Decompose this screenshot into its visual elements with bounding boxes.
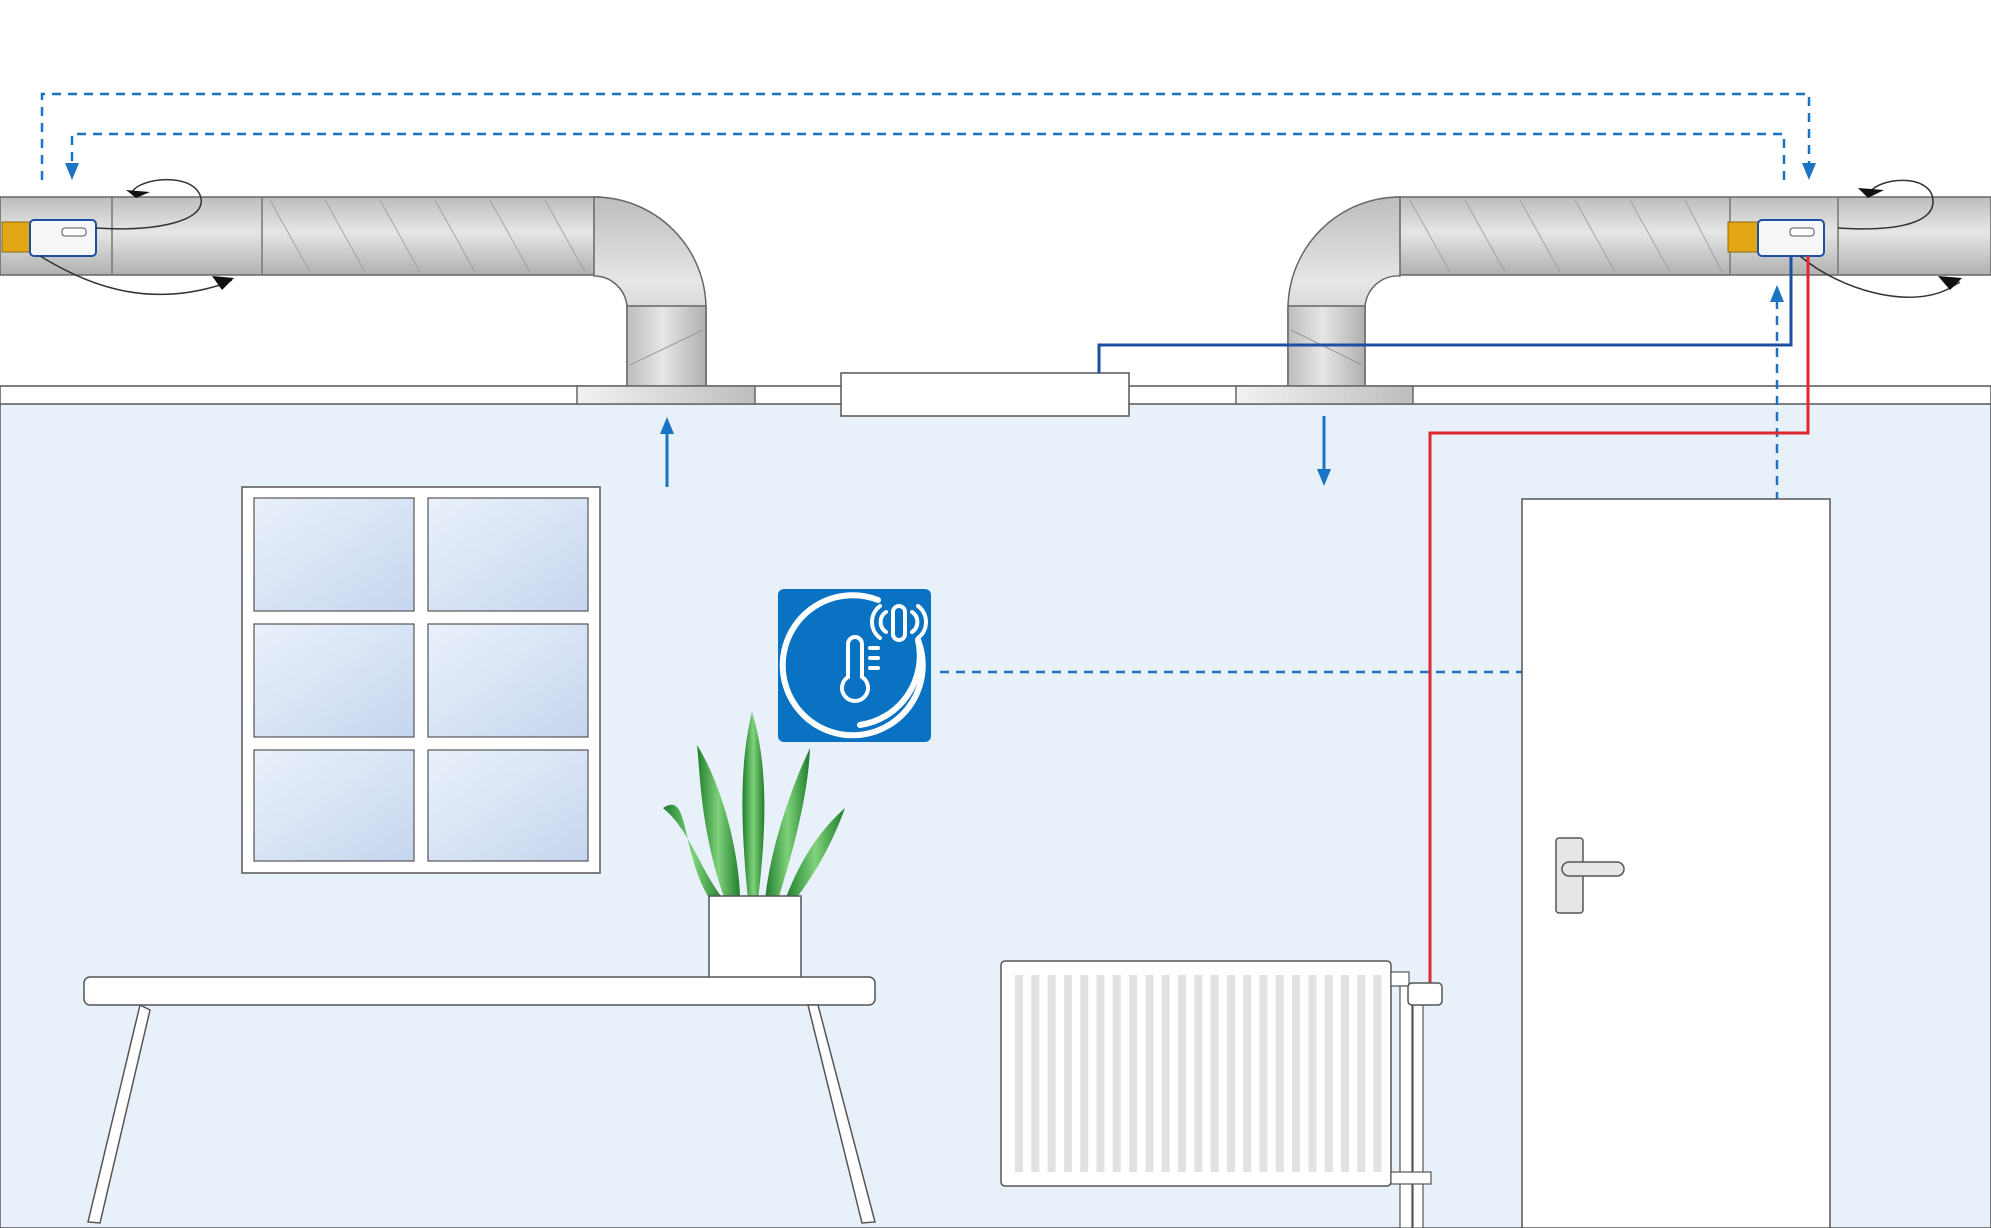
radiator-fin <box>1145 975 1154 1172</box>
radiator-fin <box>1243 975 1252 1172</box>
radiator-fin <box>1210 975 1219 1172</box>
control-module <box>1757 219 1825 257</box>
radiator-fin <box>1226 975 1235 1172</box>
radiator <box>1000 960 1443 1228</box>
arrow-up-icon <box>660 417 674 434</box>
control-wire-red <box>1428 256 1810 985</box>
radiator-fin <box>1047 975 1056 1172</box>
damper-actuator <box>1727 221 1759 253</box>
plant-pot <box>708 895 802 979</box>
airflow-indicators <box>660 416 1331 487</box>
radiator-fin <box>1080 975 1089 1172</box>
supply-diffuser <box>576 385 756 405</box>
radiator-fin <box>1373 975 1382 1172</box>
radiator-fin <box>1357 975 1366 1172</box>
arrow-down-icon <box>1802 163 1816 180</box>
radiator-fin <box>1275 975 1284 1172</box>
radiator-fin <box>1341 975 1349 1172</box>
radiator-fin <box>1161 975 1170 1172</box>
radiator-fin <box>1259 975 1268 1172</box>
door-handle <box>1561 861 1625 877</box>
door <box>1521 498 1831 1228</box>
arrow-down-icon <box>65 163 79 180</box>
radiator-fin <box>1308 975 1317 1172</box>
radiator-fin <box>1096 975 1105 1172</box>
signal-arrowheads <box>65 163 1816 302</box>
left-duct-assembly <box>0 178 756 405</box>
radiator-fin <box>1292 975 1301 1172</box>
control-module <box>29 219 97 257</box>
radiator-fin <box>1063 975 1072 1172</box>
potted-plant <box>663 712 845 979</box>
radiator-fin <box>1178 975 1186 1172</box>
table <box>83 976 876 1224</box>
radiator-fin <box>1031 975 1040 1172</box>
right-duct-assembly <box>1235 179 1991 405</box>
control-wire-blue <box>1097 256 1793 373</box>
radiator-fin <box>1015 975 1023 1172</box>
radiator-fin <box>1194 975 1203 1172</box>
window <box>241 486 601 874</box>
arrow-down-icon <box>1317 469 1331 486</box>
thermometer-wireless-icon <box>840 604 928 703</box>
damper-actuator <box>1 221 33 253</box>
radiator-valve-actuator <box>1407 982 1443 1006</box>
room-sensor <box>778 589 931 742</box>
central-controller <box>840 372 1130 417</box>
radiator-fin <box>1129 975 1138 1172</box>
extract-diffuser <box>1235 385 1414 405</box>
radiator-fin <box>1324 975 1333 1172</box>
radiator-fin <box>1112 975 1121 1172</box>
arrow-up-icon <box>1770 285 1784 302</box>
